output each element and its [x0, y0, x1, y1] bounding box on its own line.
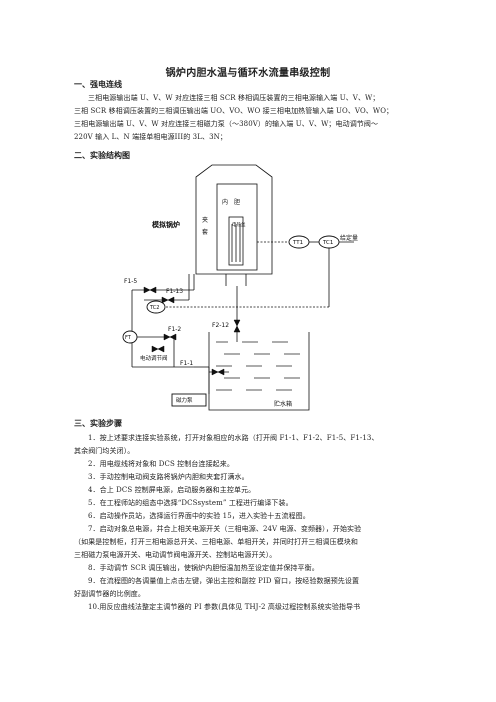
step-7-line-3: 三相磁力泵电源开关、电动调节阀电源开关、控制站电源开关）。	[74, 551, 277, 559]
label-tc2: TC2	[149, 305, 159, 311]
tc2-controller	[146, 300, 166, 314]
label-inner: 内 胆	[222, 198, 240, 206]
label-motor-valve: 电动调节阀	[140, 354, 168, 362]
label-tt1: TT1	[292, 240, 303, 246]
step-10: 10.用反应曲线法整定主调节器的 PI 参数(具体见 THJ-2 高级过程控制系…	[88, 603, 361, 611]
heater-element	[228, 216, 244, 266]
structure-diagram: 模拟锅炉 内 胆 夹 套 电热丝 TT1 TC1 给定量 F1-5 F1-13 …	[122, 164, 358, 411]
tt1-sensor	[288, 235, 310, 249]
tank-water-lines	[216, 341, 300, 391]
step-2: 2．用电缆线将对象和 DCS 控制台连接起来。	[88, 460, 234, 468]
label-pump: 磁力泵	[176, 396, 193, 404]
boiler-inner-tank	[216, 183, 258, 271]
section-2-heading: 二、实验结构图	[74, 151, 130, 160]
section-1-line-3: 三相电源输出端 U、V、W 对应连接三相磁力泵（～380V）的输入端 U、V、W…	[74, 120, 379, 128]
label-f1-5: F1-5	[124, 278, 137, 285]
step-1-line-2: 其余阀门均关闭）。	[74, 447, 135, 455]
section-1-line-2: 三相 SCR 移相调压装置的三相调压输出端 UO、VO、WO 接三相电加热管输入…	[74, 107, 394, 115]
section-1-body: 三相电源输出端 U、V、W 对应连接三相 SCR 移相调压装置的三相电源输入端 …	[74, 92, 424, 144]
label-f2-12: F2-12	[212, 322, 229, 329]
label-jacket-2: 套	[202, 228, 208, 236]
valve-f1-13-icon	[161, 296, 169, 304]
pump-box	[171, 393, 207, 407]
label-tank: 贮水箱	[274, 400, 292, 408]
valve-f1-1-icon	[211, 368, 219, 376]
label-f1-1: F1-1	[180, 360, 193, 367]
section-1-heading: 一、强电连线	[74, 80, 122, 89]
label-boiler: 模拟锅炉	[152, 220, 180, 229]
tc1-controller	[318, 235, 340, 249]
valve-f1-2-icon	[163, 333, 171, 341]
step-6: 6．启动操作员站，选择运行界面中的实验 15，进入实验十五流程图。	[88, 512, 310, 520]
step-9-line-1: 9．在流程图的各调量值上点击左键，弹出主控和副控 PID 窗口，按经验数据预先设…	[88, 577, 360, 585]
label-heater: 电热丝	[232, 221, 246, 228]
label-ft: FT	[125, 335, 132, 341]
step-4: 4．合上 DCS 控制屏电源，启动服务器和主控单元。	[88, 486, 256, 494]
step-5: 5．在工程师站的组态中选择“DCSsystem” 工程进行编译下装。	[88, 499, 293, 507]
section-1-line-4: 220V 输入 L、N 端接单相电源III的 3L、3N；	[74, 133, 227, 141]
step-1-line-1: 1．按上述要求连接实验系统，打开对象相应的水路（打开阀 F1-1、F1-2、F1…	[88, 434, 379, 442]
step-8: 8．手动调节 SCR 调压输出，使锅炉内胆恒温加热至设定值并保持平衡。	[88, 564, 319, 572]
section-3-heading: 三、实验步骤	[74, 419, 122, 428]
valve-f2-12-icon	[233, 319, 241, 327]
label-f1-13: F1-13	[166, 288, 183, 295]
label-tc1: TC1	[322, 240, 333, 246]
step-9-line-2: 好副调节器的比例度。	[74, 590, 145, 598]
step-7-line-1: 7．启动对象总电源，并合上相关电源开关（三相电源、24V 电源、变频器），开始实…	[88, 525, 362, 533]
section-1-line-1: 三相电源输出端 U、V、W 对应连接三相 SCR 移相调压装置的三相电源输入端 …	[88, 94, 380, 102]
storage-tank	[208, 332, 310, 411]
label-setpoint: 给定量	[340, 234, 358, 242]
step-3: 3．手动控制电动阀支路将锅炉内胆和夹套打满水。	[88, 473, 249, 481]
ft-sensor	[122, 330, 138, 344]
section-3-body: 1．按上述要求连接实验系统，打开对象相应的水路（打开阀 F1-1、F1-2、F1…	[74, 432, 424, 614]
motor-valve-icon	[151, 345, 159, 353]
valve-f1-5-icon	[143, 286, 151, 294]
step-7-line-2: （如果是控制柜，打开三相电源总开关、三相电源、单相开关，并同时打开三相调压模块和	[74, 538, 358, 546]
page-title: 锅炉内胆水温与循环水流量串级控制	[165, 68, 331, 79]
label-f1-2: F1-2	[168, 326, 181, 333]
label-jacket-1: 夹	[202, 216, 208, 224]
boiler-outer-shell	[195, 164, 273, 275]
